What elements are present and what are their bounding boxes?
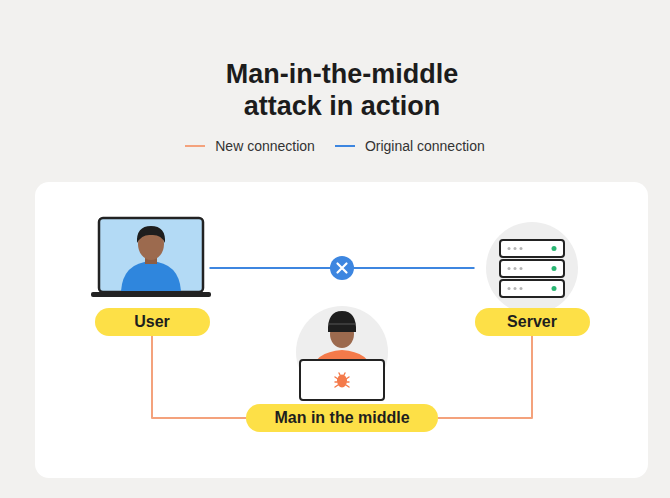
server-dot [520,267,523,270]
bug-icon [335,373,349,388]
x-cross [338,264,347,273]
endpoint-node: Server [475,214,590,336]
server-unit [500,240,564,257]
x-circle [330,256,354,280]
server-dot [508,287,511,290]
server-unit [500,260,564,277]
server-backdrop [486,222,578,314]
broken-connection-mark [330,256,354,280]
attacker-laptop [300,360,384,400]
legend-item: New connection [185,138,315,154]
bug-legs [335,373,349,387]
bug-body [337,375,347,388]
server-icon [486,222,578,314]
label-pill: Server [475,308,590,336]
server-dot [514,287,517,290]
server-unit [500,280,564,297]
attacker-beanie [328,311,356,332]
legend-label: Original connection [365,138,485,154]
diagram-title: Man-in-the-middle attack in action [192,58,492,122]
attacker-icon [296,306,388,400]
beanie-stripe [329,323,355,325]
legend-line-sample [335,145,355,147]
legend-line-sample [185,145,205,147]
server-dot [514,267,517,270]
endpoint-node: User [95,214,210,336]
status-light [552,266,557,271]
server-dot [508,267,511,270]
endpoint-node: Man in the middle [246,306,438,432]
user-hair [137,226,165,243]
user-shirt [121,261,181,291]
attacker-head [330,320,354,348]
laptop-screen [99,218,203,292]
laptop-base [91,292,211,297]
connection-line [438,336,532,418]
title-container: Man-in-the-middle attack in action [192,58,492,122]
label-pill: Man in the middle [246,404,438,432]
server-dot [508,247,511,250]
legend: New connection Original connection [0,138,670,154]
label-pill: User [95,308,210,336]
legend-label: New connection [215,138,315,154]
server-dots [508,247,523,290]
white-panel [35,182,648,478]
server-dot [520,287,523,290]
status-light [552,286,557,291]
legend-item: Original connection [335,138,485,154]
connection-line [152,336,246,418]
status-light [552,246,557,251]
laptop-user-icon [91,218,211,297]
server-dot [514,247,517,250]
server-dot [520,247,523,250]
